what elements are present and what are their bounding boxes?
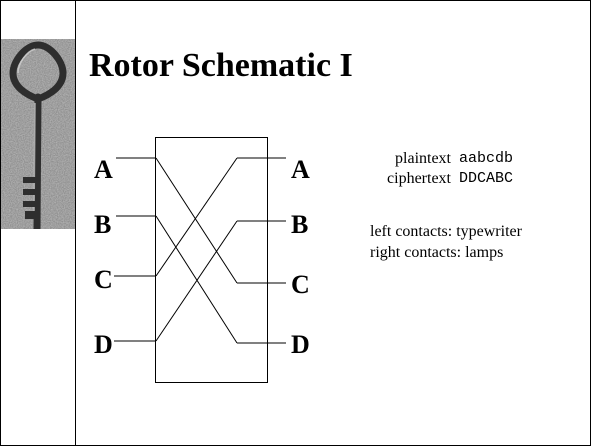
- wire-b-to-d: [155, 215, 238, 344]
- left-contact-a: A: [94, 155, 113, 184]
- contact-notes: left contacts: typewriter right contacts…: [370, 221, 522, 263]
- plaintext-label: plaintext: [395, 150, 451, 167]
- left-contact-c: C: [94, 265, 113, 294]
- rotor-body: [155, 137, 268, 383]
- wire-a-to-c: [155, 157, 238, 284]
- left-contacts-note: left contacts: typewriter: [370, 223, 522, 240]
- left-lead-lines: [114, 157, 156, 342]
- wire-c-to-a: [155, 157, 238, 277]
- plaintext-row: plaintext aabcdb: [345, 149, 513, 169]
- cipher-example: plaintext aabcdb ciphertext DDCABC: [345, 149, 513, 189]
- right-contact-a: A: [291, 155, 310, 184]
- plaintext-value: aabcdb: [459, 150, 514, 167]
- sidebar-rule: [75, 1, 76, 445]
- left-contact-d: D: [94, 330, 113, 359]
- left-contact-b: B: [94, 210, 112, 239]
- key-icon: [1, 39, 76, 229]
- slide-title: Rotor Schematic I: [89, 47, 353, 84]
- rotor-wires: [155, 157, 238, 344]
- ciphertext-label: ciphertext: [387, 170, 451, 187]
- right-lead-lines: [237, 157, 286, 344]
- right-contacts-note: right contacts: lamps: [370, 244, 504, 261]
- right-contact-c: C: [291, 270, 310, 299]
- wire-d-to-b: [155, 220, 238, 342]
- right-contact-b: B: [291, 210, 309, 239]
- ciphertext-row: ciphertext DDCABC: [345, 169, 513, 189]
- right-contact-d: D: [291, 330, 310, 359]
- ciphertext-value: DDCABC: [459, 170, 514, 187]
